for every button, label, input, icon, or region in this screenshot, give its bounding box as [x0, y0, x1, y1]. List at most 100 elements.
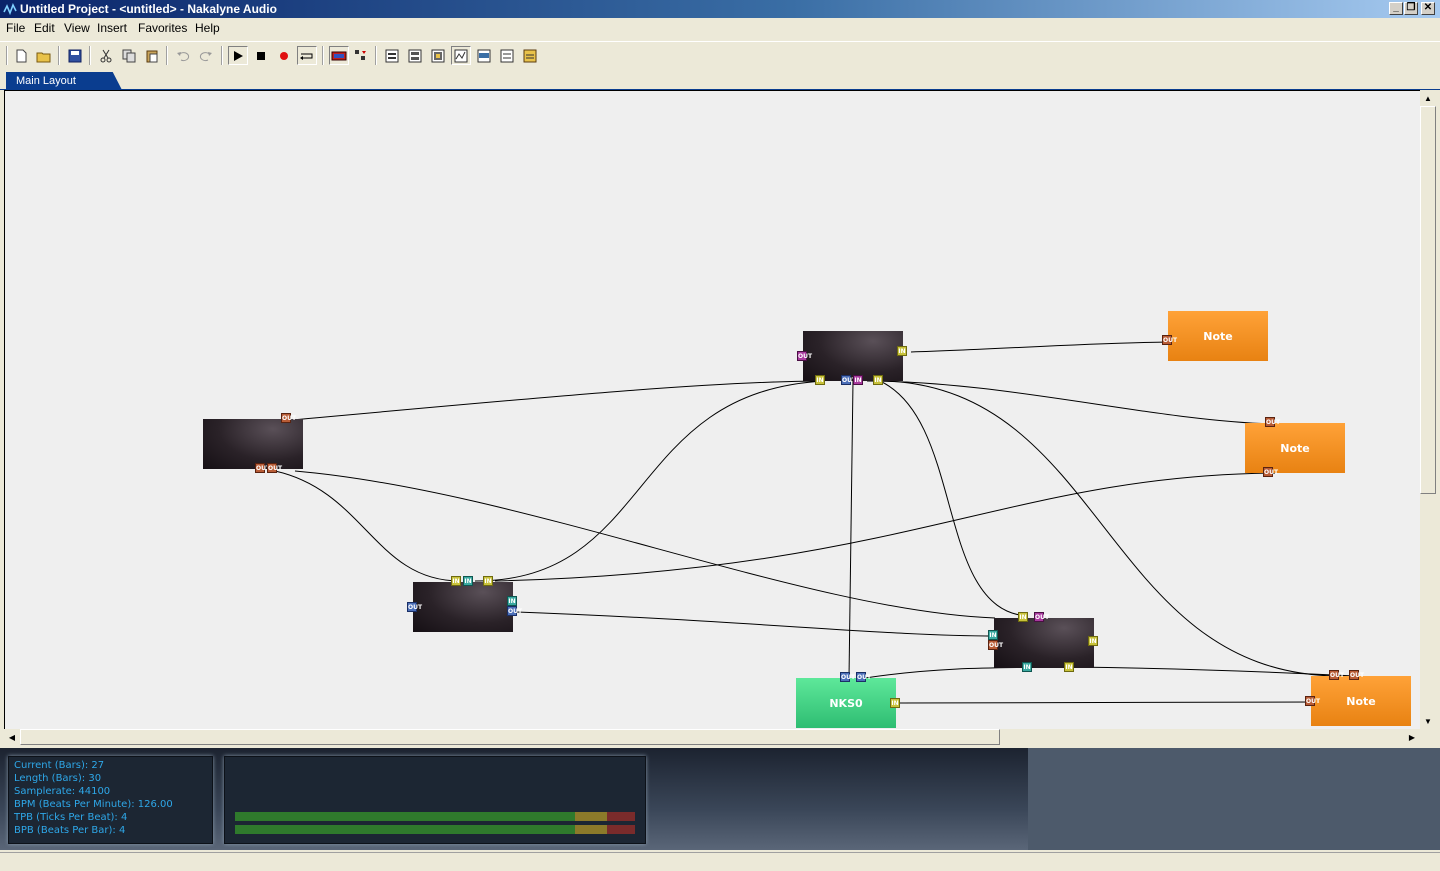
in-port[interactable]: IN [815, 375, 825, 385]
in-port[interactable]: IN [463, 576, 473, 586]
menu-edit[interactable]: Edit [34, 21, 55, 35]
view-7-icon[interactable] [520, 46, 540, 65]
tab-row: Main Layout [0, 68, 1440, 90]
wire [899, 701, 1316, 704]
wire [1071, 666, 1356, 677]
out-port[interactable]: OUT [841, 375, 857, 385]
view-1-icon[interactable] [382, 46, 402, 65]
toolbar-separator [221, 46, 223, 65]
view-3-icon[interactable] [428, 46, 448, 65]
save-icon[interactable] [65, 46, 85, 65]
out-port[interactable]: OUT [1162, 335, 1178, 345]
out-port[interactable]: OUT [988, 640, 1004, 650]
nks0-node[interactable]: NKS0 OUT OUT IN [796, 672, 900, 728]
view-5-icon[interactable] [474, 46, 494, 65]
out-port[interactable]: OUT [281, 413, 297, 423]
scroll-right-icon[interactable]: ▶ [1404, 729, 1420, 745]
transport-panel: Current (Bars): 27 Length (Bars): 30 Sam… [0, 748, 1440, 850]
tpb: TPB (Ticks Per Beat): 4 [14, 812, 128, 823]
stop-icon[interactable] [251, 46, 271, 65]
horizontal-scrollbar[interactable]: ◀ ▶ [4, 729, 1420, 745]
in-port[interactable]: IN [988, 630, 998, 640]
wire [290, 380, 826, 421]
side-panel [1028, 748, 1440, 850]
toolbar [0, 41, 1440, 69]
vertical-scrollbar[interactable]: ▲ ▼ [1420, 90, 1436, 729]
level-meter-left [235, 812, 635, 821]
out-port[interactable]: OUT [856, 672, 872, 682]
mixer-icon[interactable] [329, 46, 349, 65]
cut-icon[interactable] [96, 46, 116, 65]
in-port[interactable]: IN [853, 375, 863, 385]
menu-file[interactable]: File [6, 21, 26, 35]
restore-button[interactable]: ❐ [1404, 2, 1418, 15]
vertical-scroll-thumb[interactable] [1420, 106, 1436, 494]
out-port[interactable]: OUT [267, 463, 283, 473]
out-port[interactable]: OUT [1265, 417, 1281, 427]
wire [516, 611, 996, 637]
processor-node[interactable]: IN IN IN OUT IN OUT [407, 576, 522, 632]
toolbar-separator [166, 46, 168, 65]
in-port[interactable]: IN [507, 596, 517, 606]
in-port[interactable]: IN [483, 576, 493, 586]
processor-node[interactable]: IN OUT IN OUT IN IN IN [988, 612, 1098, 672]
undo-icon[interactable] [173, 46, 193, 65]
out-port[interactable]: OUT [1329, 670, 1345, 680]
new-file-icon[interactable] [11, 46, 31, 65]
pattern-icon[interactable] [351, 46, 371, 65]
in-port[interactable]: IN [1088, 636, 1098, 646]
scroll-up-icon[interactable]: ▲ [1420, 90, 1436, 106]
out-port[interactable]: OUT [407, 602, 423, 612]
open-folder-icon[interactable] [34, 46, 54, 65]
menu-view[interactable]: View [64, 21, 90, 35]
menu-insert[interactable]: Insert [97, 21, 128, 35]
in-port[interactable]: IN [1018, 612, 1028, 622]
in-port[interactable]: IN [873, 375, 883, 385]
view-2-icon[interactable] [405, 46, 425, 65]
minimize-button[interactable]: _ [1389, 2, 1403, 15]
close-button[interactable]: ✕ [1421, 2, 1435, 15]
menu-help[interactable]: Help [195, 21, 220, 35]
out-port[interactable]: OUT [1263, 467, 1279, 477]
out-port[interactable]: OUT [840, 672, 856, 682]
project-info-box: Current (Bars): 27 Length (Bars): 30 Sam… [8, 756, 213, 844]
paste-icon[interactable] [142, 46, 162, 65]
scroll-down-icon[interactable]: ▼ [1420, 713, 1436, 729]
out-port[interactable]: OUT [1349, 670, 1365, 680]
out-port[interactable]: OUT [1305, 696, 1321, 706]
in-port[interactable]: IN [1022, 662, 1032, 672]
toolbar-separator [375, 46, 377, 65]
processor-node[interactable]: OUT IN IN OUT IN IN [797, 331, 907, 385]
note-node-label: Note [1203, 329, 1233, 343]
in-port[interactable]: IN [897, 346, 907, 356]
wire [879, 380, 1029, 617]
record-icon[interactable] [274, 46, 294, 65]
view-6-icon[interactable] [497, 46, 517, 65]
in-port[interactable]: IN [1064, 662, 1074, 672]
wire [274, 470, 461, 582]
loop-icon[interactable] [297, 46, 317, 65]
title-bar: Untitled Project - <untitled> - Nakalyne… [0, 0, 1440, 18]
view-4-icon[interactable] [451, 46, 471, 65]
level-meter-right [235, 825, 635, 834]
horizontal-scroll-thumb[interactable] [20, 729, 1000, 745]
play-icon[interactable] [228, 46, 248, 65]
redo-icon[interactable] [196, 46, 216, 65]
in-port[interactable]: IN [451, 576, 461, 586]
in-port[interactable]: IN [890, 698, 900, 708]
window-title: Untitled Project - <untitled> - Nakalyne… [20, 2, 277, 16]
note-node[interactable]: Note OUT OUT OUT [1305, 670, 1411, 726]
menu-favorites[interactable]: Favorites [138, 21, 188, 35]
copy-icon[interactable] [119, 46, 139, 65]
out-port[interactable]: OUT [1034, 612, 1050, 622]
scroll-left-icon[interactable]: ◀ [4, 729, 20, 745]
out-port[interactable]: OUT [507, 606, 523, 616]
tab-main-layout[interactable]: Main Layout [6, 72, 122, 90]
note-node[interactable]: Note OUT OUT [1245, 417, 1345, 477]
out-port[interactable]: OUT [255, 463, 271, 473]
processor-node[interactable]: OUT OUT OUT [203, 413, 303, 473]
note-node[interactable]: Note OUT [1162, 311, 1268, 361]
layout-canvas[interactable]: OUT IN IN OUT IN IN OUT OUT OUT IN IN IN… [4, 90, 1422, 729]
app-icon [3, 3, 17, 16]
out-port[interactable]: OUT [797, 351, 813, 361]
